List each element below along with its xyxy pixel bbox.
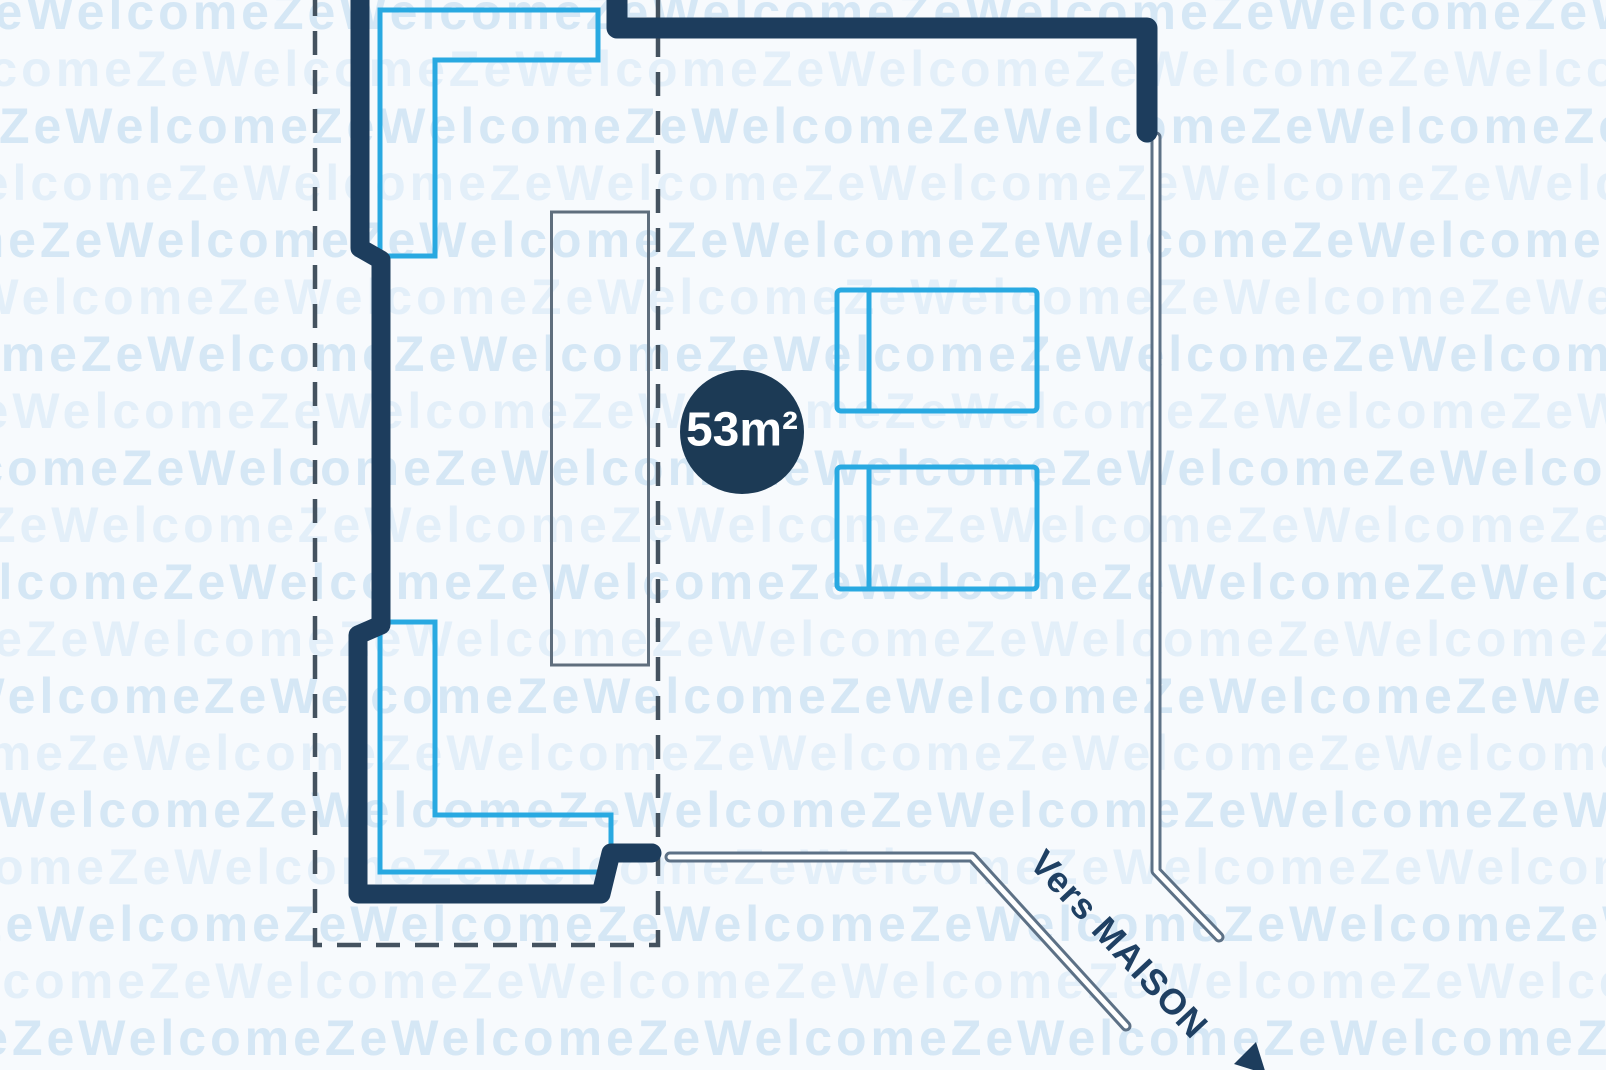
corridor-line-right-core bbox=[1153, 134, 1222, 940]
watermark-text: ZeWelcomeZeWelcomeZeWelcomeZeWelcomeZeWe… bbox=[0, 98, 1606, 154]
area-badge bbox=[680, 370, 804, 494]
watermark-text: ZeWelcomeZeWelcomeZeWelcomeZeWelcomeZeWe… bbox=[0, 212, 1606, 268]
watermark-text: ZeWelcomeZeWelcomeZeWelcomeZeWelcomeZeWe… bbox=[0, 1067, 1606, 1070]
bed-2-outline bbox=[834, 464, 1040, 592]
area-badge-label: 53m² bbox=[685, 403, 799, 457]
watermark-text: ZeWelcomeZeWelcomeZeWelcomeZeWelcomeZeWe… bbox=[0, 896, 1606, 952]
watermark-text: ZeWelcomeZeWelcomeZeWelcomeZeWelcomeZeWe… bbox=[0, 326, 1606, 382]
corridor-line-left-core bbox=[667, 854, 1129, 1029]
watermark-text: ZeWelcomeZeWelcomeZeWelcomeZeWelcomeZeWe… bbox=[0, 839, 1606, 895]
watermark-text: ZeWelcomeZeWelcomeZeWelcomeZeWelcomeZeWe… bbox=[0, 155, 1606, 211]
dashed-boundary bbox=[312, 0, 661, 948]
watermark-text: ZeWelcomeZeWelcomeZeWelcomeZeWelcomeZeWe… bbox=[0, 953, 1606, 1009]
watermark-text: ZeWelcomeZeWelcomeZeWelcomeZeWelcomeZeWe… bbox=[0, 497, 1606, 553]
l-shaped-unit-bottom bbox=[377, 619, 614, 875]
bed-1-outline bbox=[834, 287, 1040, 414]
bed-2 bbox=[834, 464, 1040, 592]
watermark-text: ZeWelcomeZeWelcomeZeWelcomeZeWelcomeZeWe… bbox=[0, 611, 1606, 667]
corridor-line-right-outer bbox=[1150, 131, 1225, 943]
watermark-text: ZeWelcomeZeWelcomeZeWelcomeZeWelcomeZeWe… bbox=[0, 269, 1606, 325]
wall-top-right bbox=[606, 0, 1158, 143]
watermark-text: ZeWelcomeZeWelcomeZeWelcomeZeWelcomeZeWe… bbox=[0, 725, 1606, 781]
bed-1 bbox=[834, 287, 1040, 414]
direction-arrow-icon bbox=[1234, 1042, 1265, 1070]
cabinet-outline bbox=[550, 210, 650, 667]
l-shaped-unit-top bbox=[377, 7, 601, 259]
watermark-text: ZeWelcomeZeWelcomeZeWelcomeZeWelcomeZeWe… bbox=[0, 554, 1606, 610]
watermark-text: ZeWelcomeZeWelcomeZeWelcomeZeWelcomeZeWe… bbox=[0, 782, 1606, 838]
wall-left-bottom bbox=[348, 0, 662, 904]
watermark-text: ZeWelcomeZeWelcomeZeWelcomeZeWelcomeZeWe… bbox=[0, 41, 1606, 97]
watermark-text: ZeWelcomeZeWelcomeZeWelcomeZeWelcomeZeWe… bbox=[0, 668, 1606, 724]
watermark-text: ZeWelcomeZeWelcomeZeWelcomeZeWelcomeZeWe… bbox=[0, 440, 1606, 496]
watermark-text: ZeWelcomeZeWelcomeZeWelcomeZeWelcomeZeWe… bbox=[0, 1010, 1606, 1066]
